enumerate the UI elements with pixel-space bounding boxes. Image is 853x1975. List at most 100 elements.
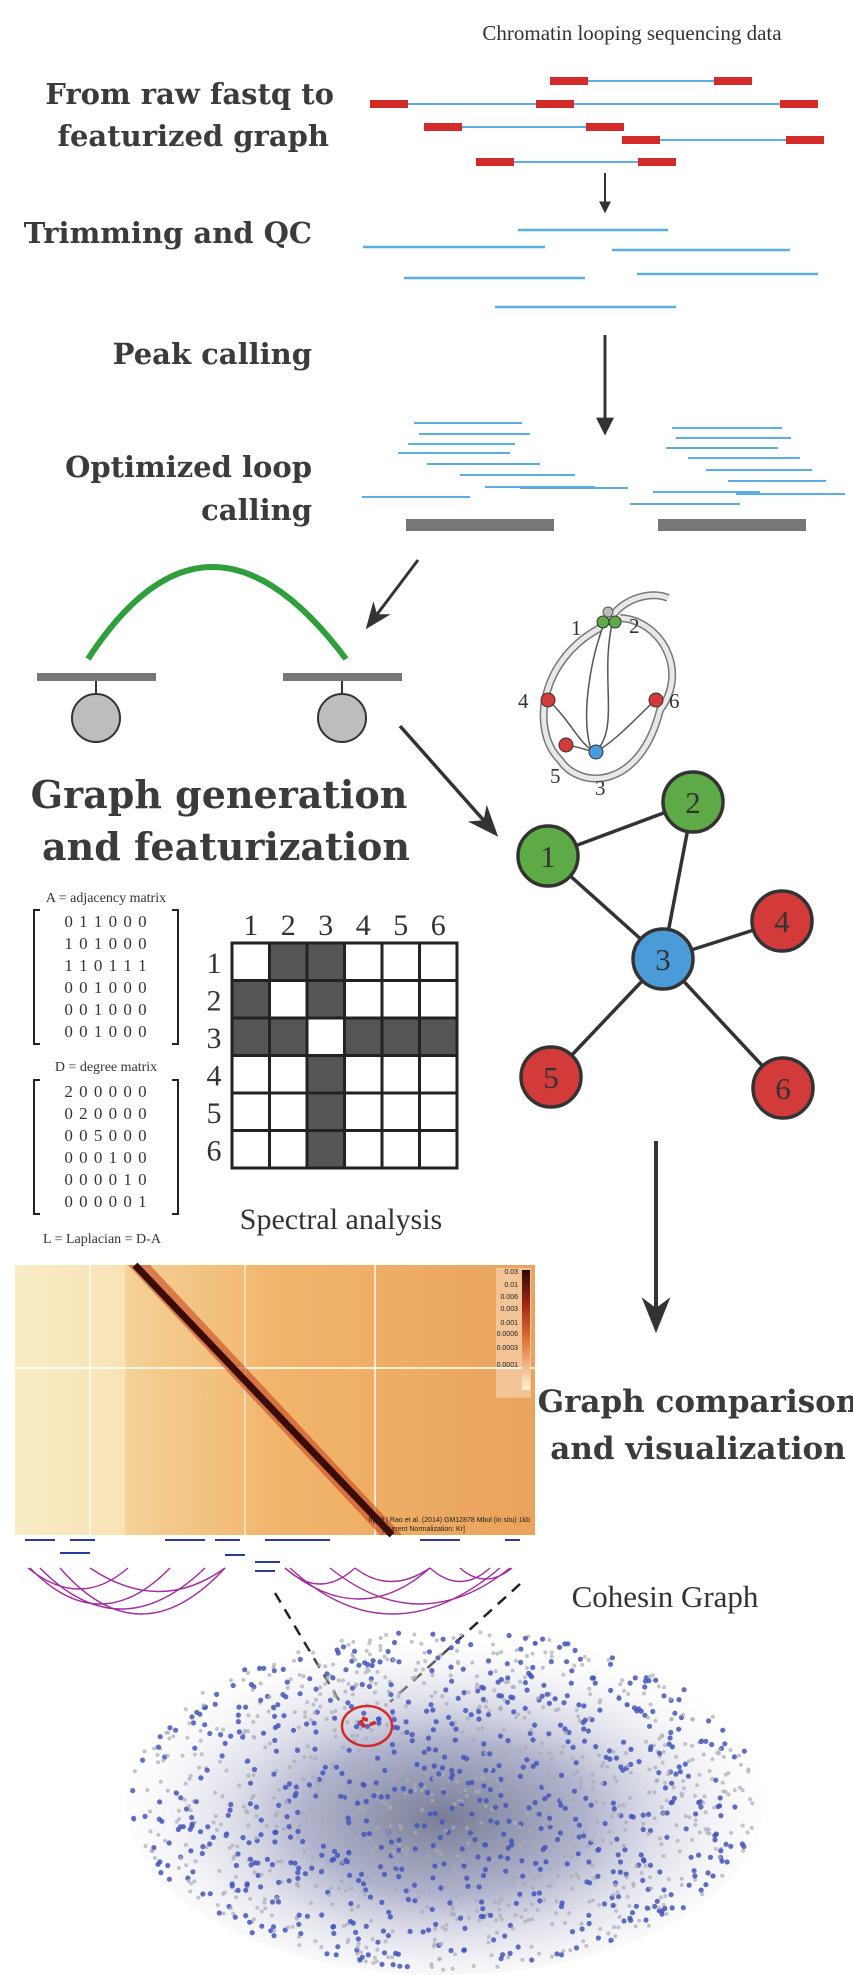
grid-cell (268, 1054, 309, 1095)
graph-node-label-2: 2 (685, 785, 701, 820)
grid-row-header: 5 (207, 1097, 222, 1130)
grid-cell (268, 941, 309, 982)
heatmap-scale-label: 0.0001 (497, 1362, 519, 1369)
step-loop-line1: Optimized loop (65, 450, 312, 484)
matrix-row: 0 2 0 0 0 0 (64, 1104, 147, 1123)
loop-label-1: 1 (571, 616, 582, 640)
degree-label: D = degree matrix (55, 1060, 157, 1075)
grid-cell (380, 941, 421, 982)
graph-node-label-4: 4 (774, 904, 790, 939)
step-raw-line1: From raw fastq to (45, 77, 334, 111)
grid-cell (418, 1054, 459, 1095)
matrix-row: 0 0 0 0 1 0 (64, 1170, 147, 1189)
heatmap-scale-label: 0.01 (504, 1282, 518, 1289)
grid-cell (380, 1091, 421, 1132)
zoom-line-right (389, 1583, 521, 1703)
graph-node-4 (750, 889, 814, 953)
graph-node-3 (631, 927, 695, 991)
grid-col-header: 4 (356, 909, 371, 942)
grid-row-header: 3 (207, 1022, 222, 1055)
data-caption: Chromatin looping sequencing data (482, 21, 782, 45)
grid-cell (230, 1091, 271, 1132)
peak-bar-left (406, 519, 554, 531)
loop-arcs (27, 1567, 513, 1615)
heatmap-scale-label: 0.001 (500, 1320, 518, 1327)
grid-col-header: 1 (243, 909, 258, 942)
grid-cell (305, 979, 346, 1020)
grid-cell (343, 1129, 384, 1170)
heatmap-scale-label: 0.0006 (497, 1331, 519, 1338)
graph-node-5 (519, 1045, 583, 1109)
grid-cell (380, 1016, 421, 1057)
grid-row-header: 1 (207, 947, 222, 980)
comparison-title-2: and visualization (550, 1431, 846, 1467)
grid-cell (343, 941, 384, 982)
matrix-row: 0 0 0 1 0 0 (64, 1148, 147, 1167)
grid-col-header: 5 (393, 909, 408, 942)
grid-cell (380, 1054, 421, 1095)
cohesin-label: Cohesin Graph (572, 1579, 759, 1614)
loop-label-3: 3 (595, 776, 606, 800)
step-raw-line2: featurized graph (58, 119, 330, 153)
grid-cell (343, 979, 384, 1020)
graph-node-label-6: 6 (775, 1071, 791, 1106)
grid-cell (418, 1091, 459, 1132)
adjacency-label: A = adjacency matrix (46, 891, 166, 906)
grid-cell (230, 1129, 271, 1170)
graph-node-2 (661, 770, 725, 834)
step-trimming: Trimming and QC (24, 216, 312, 250)
cohesin-hairball (125, 1625, 765, 1975)
grid-row-header: 2 (207, 984, 222, 1017)
step-loop-line2: calling (201, 493, 312, 527)
matrix-row: 0 0 1 0 0 0 (64, 978, 147, 997)
grid-cell (230, 979, 271, 1020)
graph-node-label-1: 1 (540, 839, 556, 874)
loop-label-4: 4 (518, 689, 529, 713)
heatmap-scale-label: 0.003 (500, 1306, 518, 1313)
paired-reads (370, 77, 824, 166)
loop-label-5: 5 (550, 764, 561, 788)
matrix-row: 0 0 0 0 0 1 (64, 1192, 147, 1211)
spectral-label: Spectral analysis (240, 1203, 442, 1236)
matrix-row: 1 1 0 1 1 1 (64, 956, 147, 975)
matrix-row: 0 1 1 0 0 0 (64, 912, 147, 931)
loop-anchors (37, 564, 402, 743)
grid-cell (343, 1091, 384, 1132)
grid-cell (418, 979, 459, 1020)
laplacian-label: L = Laplacian = D-A (43, 1232, 162, 1247)
loop-label-2: 2 (629, 614, 640, 638)
step-peak-calling: Peak calling (113, 337, 312, 371)
peak-pileups (362, 422, 845, 505)
heatmap-credit-1: hg19 | Rao et al. (2014) GM12878 Mbol (i… (369, 1517, 530, 1524)
grid-col-header: 3 (318, 909, 333, 942)
matrix-row: 1 0 1 0 0 0 (64, 934, 147, 953)
grid-cell (343, 1054, 384, 1095)
grid-cell (418, 941, 459, 982)
grid-cell (305, 1129, 346, 1170)
grid-cell (305, 1054, 346, 1095)
grid-cell (380, 1129, 421, 1170)
grid-cell (230, 941, 271, 982)
grid-cell (305, 941, 346, 982)
hic-heatmap: 0.030.010.0060.0030.0010.00060.00030.000… (15, 1262, 535, 1538)
graph-network: 1 2 3 4 5 6 (516, 770, 815, 1120)
comparison-title-1: Graph comparison (538, 1384, 853, 1420)
heatmap-credit-2: [Current Normalization: Kr] (382, 1526, 465, 1533)
grid-cell (305, 1016, 346, 1057)
grid-row-header: 4 (207, 1059, 222, 1092)
graph-node-label-5: 5 (543, 1060, 559, 1095)
grid-row-header: 6 (207, 1134, 222, 1167)
graph-node-6 (751, 1056, 815, 1120)
matrix-row: 2 0 0 0 0 0 (64, 1082, 147, 1101)
graph-section-title-1: Graph generation (31, 772, 408, 817)
grid-col-header: 2 (281, 909, 296, 942)
matrix-row: 0 0 1 0 0 0 (64, 1000, 147, 1019)
heatmap-scale-label: 0.006 (500, 1294, 518, 1301)
arrow-4 (398, 724, 499, 837)
adjacency-matrix: 0 1 1 0 0 0 1 0 1 0 0 0 1 1 0 1 1 1 0 0 1 0… (33, 909, 179, 1045)
grid-col-header: 6 (431, 909, 446, 942)
grid-cell (268, 1129, 309, 1170)
grid-cell (343, 1016, 384, 1057)
gene-track (25, 1539, 520, 1572)
